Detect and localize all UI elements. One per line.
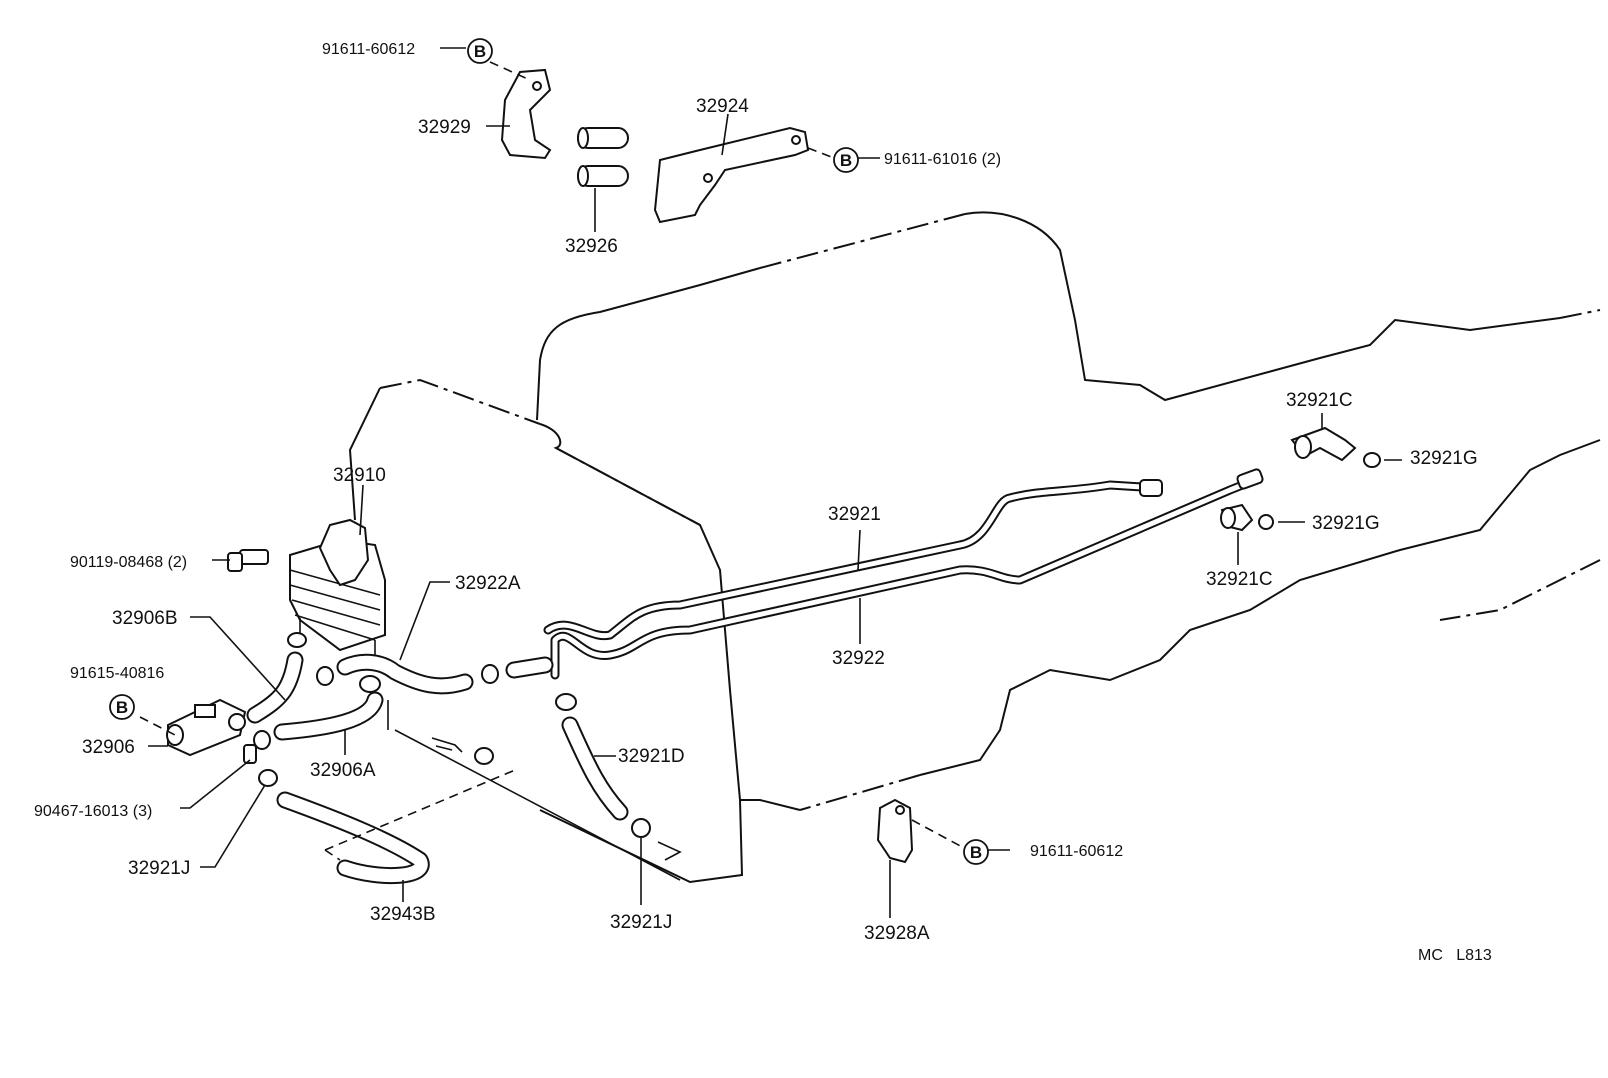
leader-lines [139,47,1402,918]
label-32906[interactable]: 32906 [82,737,135,758]
bolt-90119-08468[interactable] [227,549,269,572]
label-32910[interactable]: 32910 [333,465,386,486]
clamp-hose-small[interactable] [474,747,494,765]
callout-b-bracket-32924: B [833,147,859,173]
label-91611-61016[interactable]: 91611-61016 (2) [884,151,1001,168]
hose-fragment-center [431,737,463,753]
clamp-upper-left[interactable] [287,632,307,648]
engine-outline [348,211,1601,884]
footer-code: MC L813 [1418,947,1492,964]
svg-text:B: B [474,42,486,61]
fitting-32921C-mid[interactable] [1220,503,1254,532]
clamp-32921J-left[interactable] [258,769,278,787]
fitting-32921C-top[interactable] [1290,426,1357,462]
valve-32906[interactable] [166,698,247,757]
label-32929[interactable]: 32929 [418,117,471,138]
svg-text:B: B [116,698,128,717]
bushing-32926-lower[interactable] [577,165,629,187]
label-32921J-left[interactable]: 32921J [128,858,190,879]
bracket-32929[interactable] [500,68,552,160]
label-90467-16013[interactable]: 90467-16013 (3) [34,803,152,820]
clamp-valve-right[interactable] [253,730,271,750]
label-32926[interactable]: 32926 [565,236,618,257]
svg-text:B: B [970,843,982,862]
label-32921G-mid[interactable]: 32921G [1312,513,1380,534]
label-91615-40816[interactable]: 91615-40816 [70,665,164,682]
label-32921D[interactable]: 32921D [618,746,685,767]
label-32921G-top[interactable]: 32921G [1410,448,1478,469]
label-32921J-mid[interactable]: 32921J [610,912,672,933]
callout-b-valve: B [109,694,135,720]
label-32906B[interactable]: 32906B [112,608,178,629]
hose-fragment-right [657,841,682,861]
oil-cooler-32910[interactable] [289,518,386,660]
bolt-90467-16013[interactable] [243,744,257,764]
callout-b-top: B [467,38,493,64]
label-32921C-mid[interactable]: 32921C [1206,569,1273,590]
pipe-32921[interactable] [543,479,1163,641]
clamp-mid-left[interactable] [316,666,334,686]
label-32928A[interactable]: 32928A [864,923,930,944]
pipe-stub[interactable] [505,656,554,679]
label-32921C-top[interactable]: 32921C [1286,390,1353,411]
clamp-32921D-top[interactable] [555,693,577,711]
label-32924[interactable]: 32924 [696,96,749,117]
label-32921[interactable]: 32921 [828,504,881,525]
hose-32921D[interactable] [561,716,629,821]
clamp-32921J-mid[interactable] [631,818,651,838]
clamp-32922A[interactable] [481,664,499,684]
oring-32921G-mid[interactable] [1258,514,1274,530]
bushing-32926-upper[interactable] [577,127,629,149]
hose-32943B[interactable] [276,791,430,884]
label-32922[interactable]: 32922 [832,648,885,669]
label-32906A[interactable]: 32906A [310,760,376,781]
label-91611-60612-bottom[interactable]: 91611-60612 [1030,843,1123,860]
clamp-center[interactable] [359,675,381,693]
callout-b-bottom: B [963,839,989,865]
part-labels: 91611-60612 32929 32924 91611-61016 (2) … [34,41,1492,964]
label-32922A[interactable]: 32922A [455,573,521,594]
hose-32906A[interactable] [273,691,384,741]
hose-32906B[interactable] [246,651,304,724]
oring-32921G-top[interactable] [1363,452,1381,468]
label-32943B[interactable]: 32943B [370,904,436,925]
bracket-32928A[interactable] [876,798,914,864]
hose-32922A[interactable] [336,653,474,695]
bracket-32924[interactable] [653,126,810,224]
label-91611-60612-top[interactable]: 91611-60612 [322,41,415,58]
label-90119-08468[interactable]: 90119-08468 (2) [70,554,187,571]
pipe-32922[interactable] [550,468,1264,680]
svg-text:B: B [840,151,852,170]
